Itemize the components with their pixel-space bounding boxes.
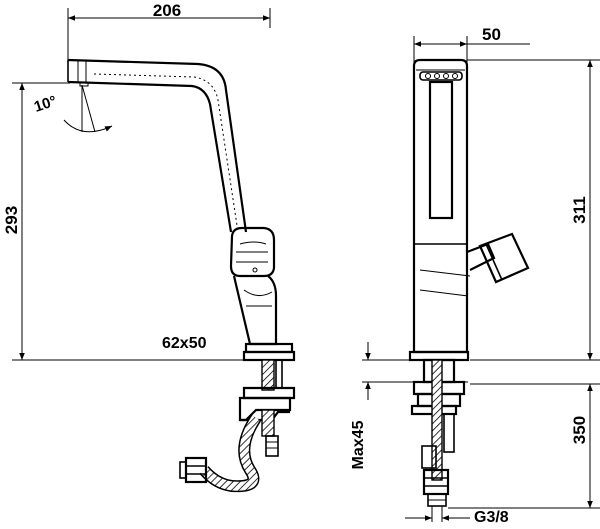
dim-thread: G3/8 [405,506,509,526]
faucet-base-side [242,342,296,362]
label-max-thickness: Max45 [350,420,367,469]
label-thread: G3/8 [474,509,509,526]
dim-front-height: 311 [467,59,600,361]
dim-spout-angle: 10° [32,84,113,133]
hose-side [179,414,262,493]
faucet-handle-front [419,232,530,297]
label-side-width: 206 [153,1,181,20]
label-spout-angle: 10° [32,93,59,116]
faucet-handle-side [229,226,276,278]
faucet-base-front [362,350,470,383]
label-front-width: 50 [482,25,501,44]
dim-front-width: 50 [413,25,530,64]
dim-side-height: 293 [2,82,248,361]
label-base-size: 62x50 [162,335,207,352]
label-hose-length: 350 [570,416,589,444]
label-side-height: 293 [2,206,21,234]
dim-side-width: 206 [67,1,271,62]
dim-max-thickness: Max45 [350,342,371,469]
label-front-height: 311 [570,196,589,223]
mounting-assembly-front [410,358,466,507]
front-view: 50 311 [350,25,600,526]
faucet-spout-side [67,58,248,233]
dim-hose-length: 350 [448,383,600,509]
faucet-body-front [412,58,469,354]
side-view: 206 293 10° [2,1,296,493]
faucet-body-side [232,275,278,346]
